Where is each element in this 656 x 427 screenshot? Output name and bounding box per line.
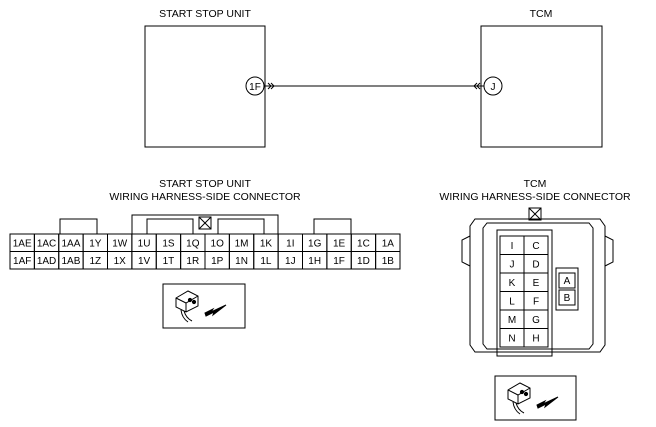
start-stop-pin-grid: 1AE 1AC 1AA 1Y 1W 1U 1S 1Q 1O 1M 1K 1I 1G 1E 1C 1A 1AF 1A…: [9, 233, 401, 270]
tcm-terminal-label: J: [491, 82, 496, 93]
start-stop-pin-label: 1AB: [61, 256, 80, 267]
start-stop-connector-housing: [59, 214, 352, 235]
start-stop-pin-label: 1Y: [89, 238, 102, 249]
tcm-pin-label: H: [532, 333, 539, 344]
tcm-pin-label: E: [533, 278, 540, 289]
start-stop-terminal-label: 1F: [249, 82, 261, 93]
start-stop-pin-label: 1A: [382, 238, 395, 249]
start-stop-lock-icon: [198, 216, 212, 230]
tcm-pin-label: L: [509, 296, 515, 307]
start-stop-pin-label: 1AC: [37, 238, 56, 249]
start-stop-pin-cell: [375, 251, 401, 270]
tcm-view-direction-icon: [494, 375, 577, 421]
start-stop-pin-label: 1AE: [13, 238, 32, 249]
start-stop-pin-label: 1E: [333, 238, 346, 249]
start-stop-pin-label: 1C: [357, 238, 370, 249]
start-stop-pin-label: 1L: [260, 256, 272, 267]
start-stop-pin-label: 1S: [162, 238, 175, 249]
tcm-pin-label: F: [533, 296, 539, 307]
start-stop-pin-label: 1Q: [186, 238, 200, 249]
start-stop-pin-label: 1G: [308, 238, 322, 249]
start-stop-pin-label: 1K: [260, 238, 273, 249]
start-stop-pin-label: 1V: [138, 256, 151, 267]
start-stop-pin-label: 1AD: [37, 256, 56, 267]
start-stop-connector-title: START STOP UNIT: [159, 178, 251, 190]
tcm-pin-label: C: [532, 241, 539, 252]
start-stop-pin-label: 1F: [333, 256, 345, 267]
tcm-connector-subtitle: WIRING HARNESS-SIDE CONNECTOR: [439, 191, 631, 203]
start-stop-pin-label: 1N: [235, 256, 248, 267]
start-stop-pin-label: 1U: [138, 238, 151, 249]
start-stop-view-direction-icon: [162, 283, 246, 329]
start-stop-pin-label: 1P: [211, 256, 224, 267]
start-stop-pin-label: 1O: [211, 238, 225, 249]
start-stop-pin-label: 1T: [163, 256, 175, 267]
start-stop-pin-label: 1H: [308, 256, 321, 267]
start-stop-pin-label: 1J: [285, 256, 296, 267]
connection-wire: [264, 82, 484, 90]
tcm-pin-label: N: [508, 333, 515, 344]
tcm-connector-title: TCM: [524, 178, 547, 190]
start-stop-connector-subtitle: WIRING HARNESS-SIDE CONNECTOR: [109, 191, 301, 203]
tcm-pin-cell: [523, 328, 549, 348]
tcm-pin-label: M: [508, 315, 516, 326]
tcm-side-pin-cell: [558, 289, 576, 306]
start-stop-pin-label: 1W: [112, 238, 128, 249]
start-stop-unit-title: START STOP UNIT: [159, 8, 251, 20]
start-stop-pin-label: 1AF: [13, 256, 31, 267]
start-stop-pin-label: 1B: [382, 256, 395, 267]
tcm-side-pin-cell: [558, 272, 576, 289]
start-stop-pin-label: 1Z: [89, 256, 101, 267]
tcm-side-pin-label: A: [564, 276, 571, 287]
tcm-unit-title: TCM: [530, 8, 553, 20]
tcm-connector-housing: [461, 218, 614, 357]
start-stop-pin-label: 1M: [235, 238, 249, 249]
start-stop-pin-label: 1X: [114, 256, 127, 267]
start-stop-pin-label: 1I: [286, 238, 294, 249]
tcm-pin-label: K: [509, 278, 516, 289]
tcm-side-pin-label: B: [564, 293, 571, 304]
tcm-lock-icon: [528, 207, 542, 221]
tcm-pin-label: D: [532, 259, 539, 270]
tcm-pin-label: J: [510, 259, 515, 270]
start-stop-pin-label: 1R: [186, 256, 199, 267]
start-stop-pin-label: 1AA: [61, 238, 80, 249]
tcm-pin-label: G: [532, 315, 540, 326]
tcm-pin-label: I: [511, 241, 514, 252]
start-stop-pin-label: 1D: [357, 256, 370, 267]
